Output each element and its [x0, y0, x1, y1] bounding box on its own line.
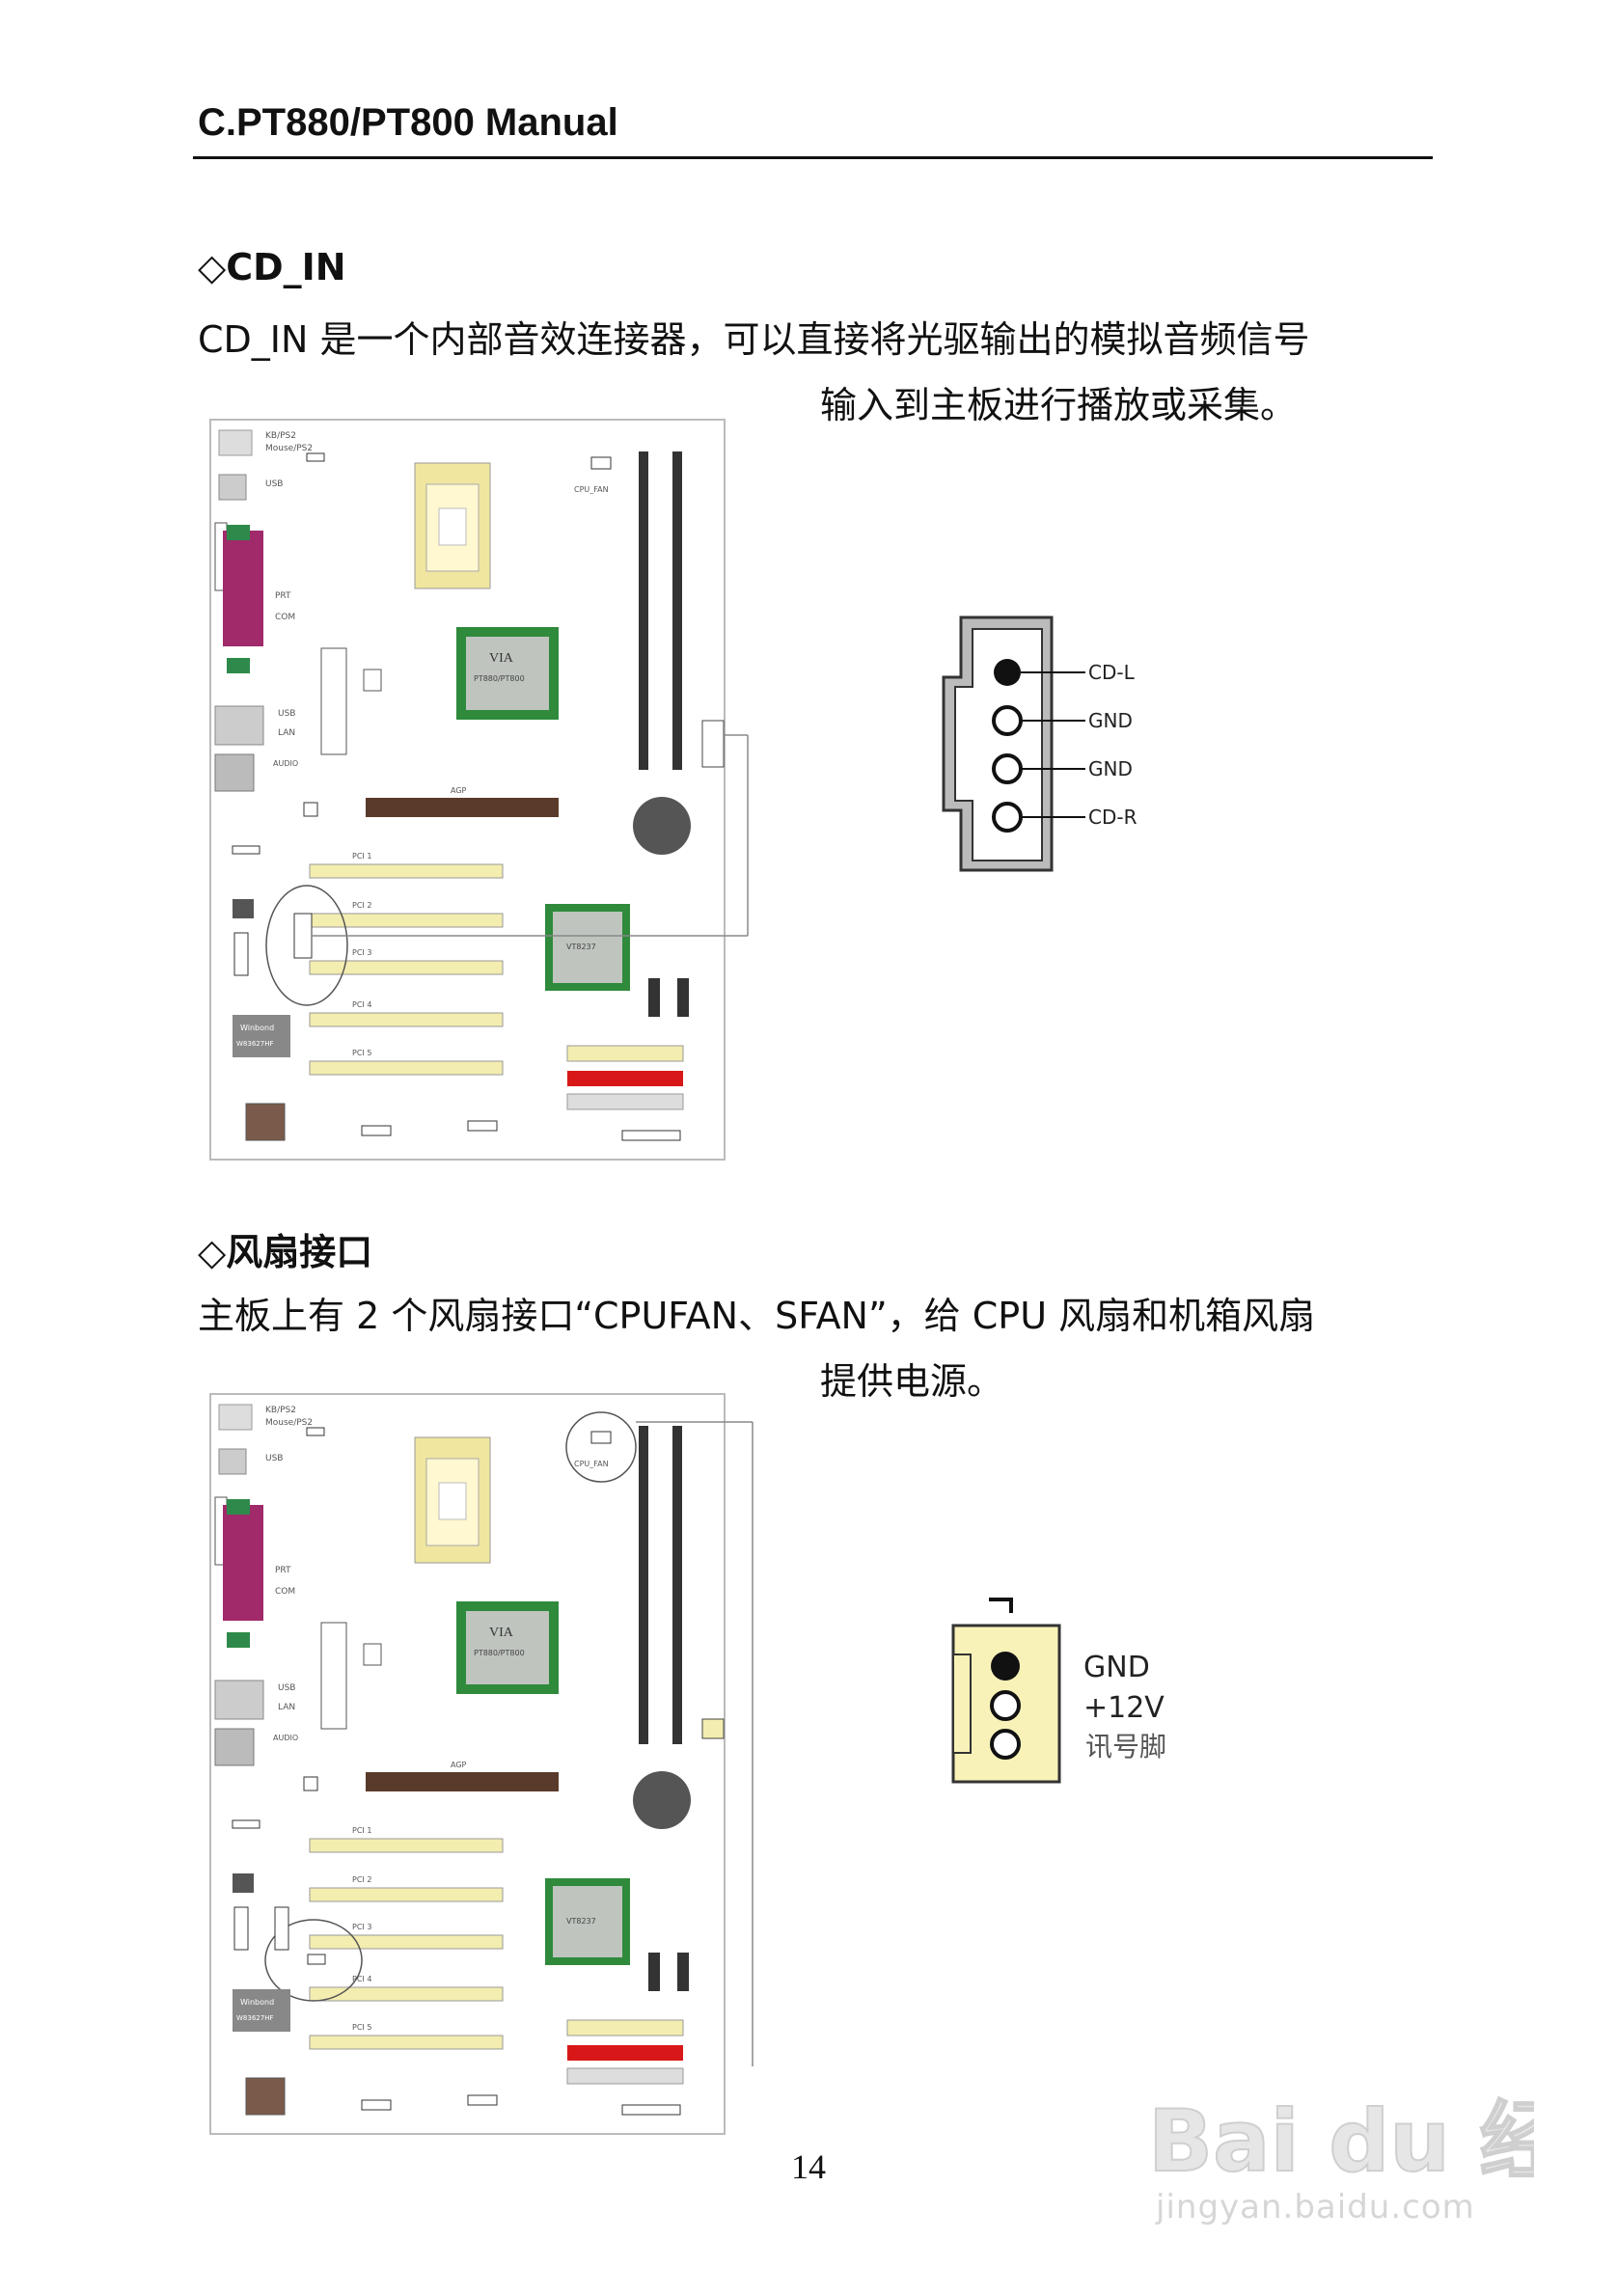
- audio-label: AUDIO: [273, 759, 298, 768]
- cpufan-label: CPU_FAN: [574, 1460, 609, 1468]
- pin-label: GND: [1088, 709, 1133, 732]
- pci-label: PCI 3: [352, 1923, 371, 1931]
- pin-label: CD-L: [1088, 661, 1136, 684]
- document-header: C.PT880/PT800 Manual: [198, 101, 618, 144]
- prt-label: PRT: [275, 591, 291, 601]
- baidu-watermark-logo: Bai du 经验: [1148, 2091, 1534, 2190]
- pci-label: PCI 4: [352, 1975, 371, 1983]
- pin-label: +12V: [1083, 1691, 1165, 1725]
- kb-label: KB/PS2: [265, 431, 296, 441]
- superio-label: Winbond: [240, 1998, 274, 2007]
- motherboard-diagram-cd-in: KB/PS2 Mouse/PS2 USB PRT COM USB LAN AUD…: [209, 419, 749, 1161]
- com-label: COM: [275, 613, 295, 622]
- chip-label: VIA: [489, 1626, 514, 1640]
- chip-model-label: PT880/PT800: [474, 1649, 525, 1657]
- cpufan-label: CPU_FAN: [574, 485, 609, 494]
- watermark-url: jingyan.baidu.com: [1156, 2188, 1475, 2227]
- pci-slots: PCI 1 PCI 2 PCI 3 PCI 4 PCI 5: [309, 852, 504, 1076]
- southbridge-label: VT8237: [566, 943, 596, 951]
- pci-label: PCI 5: [352, 1049, 371, 1057]
- paragraph-line: 输入到主板进行播放或采集。: [820, 384, 1298, 426]
- usb-label: USB: [265, 479, 283, 489]
- section-title-fan: ◇风扇接口: [198, 1231, 373, 1273]
- pci-label: PCI 2: [352, 1875, 371, 1884]
- pci-label: PCI 1: [352, 852, 371, 861]
- pin-label: 讯号脚: [1085, 1731, 1166, 1763]
- superio-label: Winbond: [240, 1024, 274, 1032]
- cd-in-pin-diagram: CD-L GND GND CD-R: [942, 615, 1137, 872]
- usb-label-2: USB: [278, 709, 295, 719]
- header-rule: [193, 156, 1433, 159]
- section-title-cd-in: ◇CD_IN: [198, 246, 346, 288]
- pci-label: PCI 3: [352, 948, 371, 957]
- superio-model-label: W83627HF: [236, 2014, 273, 2022]
- pci-label: PCI 2: [352, 901, 371, 910]
- paragraph-line: 提供电源。: [820, 1360, 1004, 1403]
- superio-model-label: W83627HF: [236, 1040, 273, 1048]
- section-paragraph-cd-in: CD_IN 是一个内部音效连接器，可以直接将光驱输出的模拟音频信号 输入到主板进…: [198, 307, 1310, 438]
- pci-label: PCI 4: [352, 1000, 371, 1009]
- prt-label: PRT: [275, 1566, 291, 1575]
- lan-label: LAN: [278, 728, 295, 738]
- agp-label: AGP: [451, 1761, 467, 1769]
- usb-label: USB: [265, 1454, 283, 1463]
- motherboard-diagram-fan: KB/PS2 Mouse/PS2 USB PRT COM USB LAN AUD…: [209, 1393, 754, 2135]
- watermark-brand: Bai du 经验: [1148, 2091, 1534, 2190]
- audio-label: AUDIO: [273, 1734, 298, 1742]
- pci-label: PCI 5: [352, 2023, 371, 2032]
- paragraph-line: 主板上有 2 个风扇接口“CPUFAN、SFAN”，给 CPU 风扇和机箱风扇: [198, 1295, 1316, 1337]
- agp-label: AGP: [451, 786, 467, 795]
- kb-label: KB/PS2: [265, 1406, 296, 1415]
- pin-label: GND: [1083, 1651, 1150, 1684]
- pin-label: CD-R: [1088, 806, 1137, 829]
- section-paragraph-fan: 主板上有 2 个风扇接口“CPUFAN、SFAN”，给 CPU 风扇和机箱风扇 …: [198, 1283, 1315, 1414]
- com-label: COM: [275, 1587, 295, 1597]
- fan-pin-diagram: GND +12V 讯号脚: [951, 1598, 1166, 1784]
- pci-slots: PCI 1 PCI 2 PCI 3 PCI 4 PCI 5: [309, 1826, 504, 2050]
- lan-label: LAN: [278, 1703, 295, 1712]
- usb-label-2: USB: [278, 1683, 295, 1693]
- pin-label: GND: [1088, 757, 1133, 780]
- paragraph-line: CD_IN 是一个内部音效连接器，可以直接将光驱输出的模拟音频信号: [198, 318, 1310, 361]
- mouse-label: Mouse/PS2: [265, 1418, 313, 1428]
- chip-model-label: PT880/PT800: [474, 674, 525, 683]
- mouse-label: Mouse/PS2: [265, 444, 313, 453]
- pci-label: PCI 1: [352, 1826, 371, 1835]
- southbridge-label: VT8237: [566, 1917, 596, 1926]
- chip-label: VIA: [489, 651, 514, 666]
- page-number: 14: [791, 2147, 826, 2186]
